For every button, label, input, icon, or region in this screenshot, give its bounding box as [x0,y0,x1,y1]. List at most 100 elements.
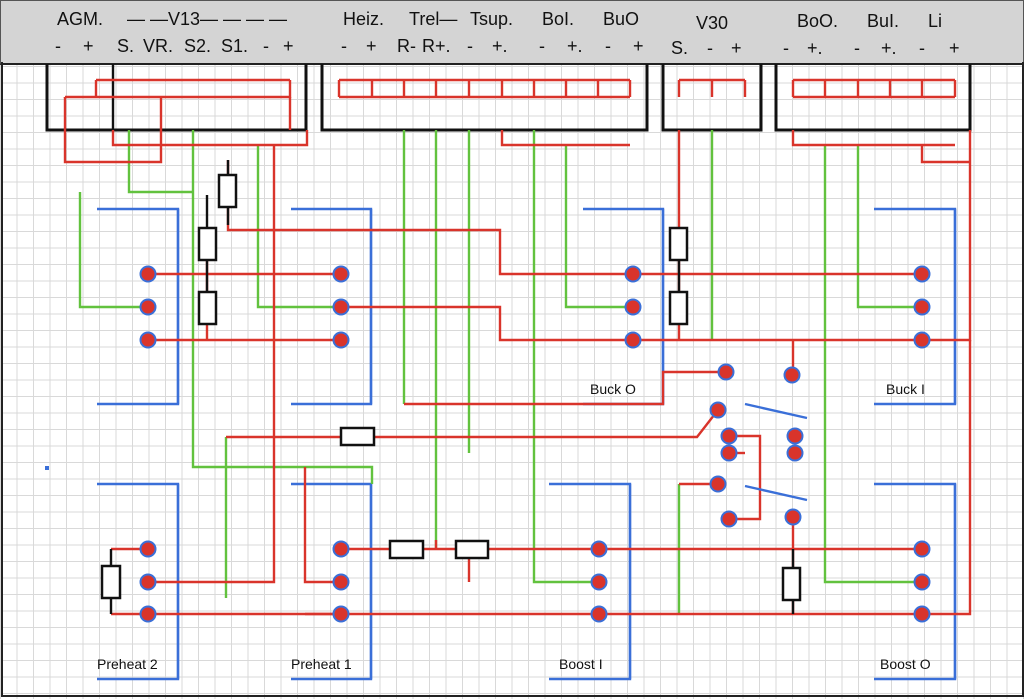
terminal-pin [332,605,350,623]
pin-label: - [539,36,545,56]
pin-label: + [731,38,742,58]
terminal-pin [786,444,804,462]
terminal-block [45,64,308,132]
label-heiz: Heiz. [343,9,385,29]
red-wire [500,130,630,147]
red-wire [148,340,972,616]
pin-label: - [854,38,860,58]
terminal-pin [332,298,350,316]
pin-label: - [605,36,611,56]
relay-switch [744,402,808,420]
pin-label: VR. [143,36,174,56]
terminal-pin [913,540,931,558]
pin-label: - [341,36,347,56]
terminal-pin [709,475,727,493]
pin-label: R- [397,36,416,56]
green-wire [823,145,922,584]
board-label-preheat-2: Preheat 2 [97,656,158,672]
label-trel: Trel— [409,9,458,29]
red-wire [729,434,762,490]
terminal-pin [717,363,735,381]
terminal-pin [590,573,608,591]
green-wire [191,130,374,484]
pin-label: - [55,36,61,56]
label-bui: BuI. [867,11,900,31]
red-wire [63,97,163,164]
pin-label: + [633,36,644,56]
pin-label: R+. [422,36,451,56]
terminal-block [320,64,649,132]
resistor [197,290,218,326]
pin-label: - [919,38,925,58]
resistor [100,564,122,600]
terminal-pin [332,331,350,349]
green-wire [564,145,633,309]
terminal-pin [139,540,157,558]
terminal-pin [590,605,608,623]
pin-label: - [467,36,473,56]
red-wire [729,490,762,521]
pin-label: S2. [184,36,212,56]
terminal-pin [590,540,608,558]
pin-label: + [283,36,294,56]
pin-label: +. [881,38,897,58]
green-wire [532,130,599,584]
pin-label: +. [492,36,508,56]
board-label-preheat-1: Preheat 1 [291,656,352,672]
green-wire [256,145,341,309]
terminal-pin [913,331,931,349]
resistor [668,290,689,326]
red-wire [404,370,726,406]
terminal-pin [913,605,931,623]
terminal-pin [332,265,350,283]
red-wire [111,130,309,147]
pin-label: - [707,38,713,58]
red-wire [374,409,719,439]
terminal-pin [720,427,738,445]
pin-label: - [783,38,789,58]
red-wire [920,145,970,164]
red-wire [791,130,955,147]
terminal-pin [913,265,931,283]
terminal-pin [786,427,804,445]
label-buo: BuO [603,9,640,29]
terminal-pin [784,508,802,526]
terminal-pin [139,265,157,283]
terminal-block [774,64,972,132]
resistor [217,173,238,209]
label-tsup: Tsup. [470,9,514,29]
board-label-buck-o: Buck O [590,381,636,397]
terminal-pin [709,401,727,419]
terminal-pin [720,510,738,528]
terminal-pin [913,573,931,591]
stray-dot [45,466,49,470]
label-v13: — —V13— — — — [127,9,288,29]
terminal-pin [139,573,157,591]
relay-switch [744,484,808,502]
terminal-header: AGM. — —V13— — — — Heiz. Trel— Tsup. BoI… [0,0,1024,65]
pin-label: S1. [221,36,249,56]
terminal-pin [332,573,350,591]
board-label-buck-i: Buck I [886,381,925,397]
resistor [388,539,425,560]
terminal-pin [720,444,738,462]
green-wire [127,130,193,194]
label-v30: V30 [696,13,729,33]
pin-label: - [263,36,269,56]
red-wire [226,160,922,276]
green-wire [78,192,148,309]
label-agm: AGM. [57,9,104,29]
resistor [197,226,218,262]
pin-label: +. [807,38,823,58]
red-wire [303,467,341,584]
terminal-pin [624,265,642,283]
label-li: Li [928,11,943,31]
terminal-pin [624,331,642,349]
label-boo: BoO. [797,11,839,31]
terminal-pin [783,366,801,384]
pin-label: + [366,36,377,56]
pin-label: S. [117,36,135,56]
terminal-pin [139,331,157,349]
label-boi: BoI. [542,9,575,29]
